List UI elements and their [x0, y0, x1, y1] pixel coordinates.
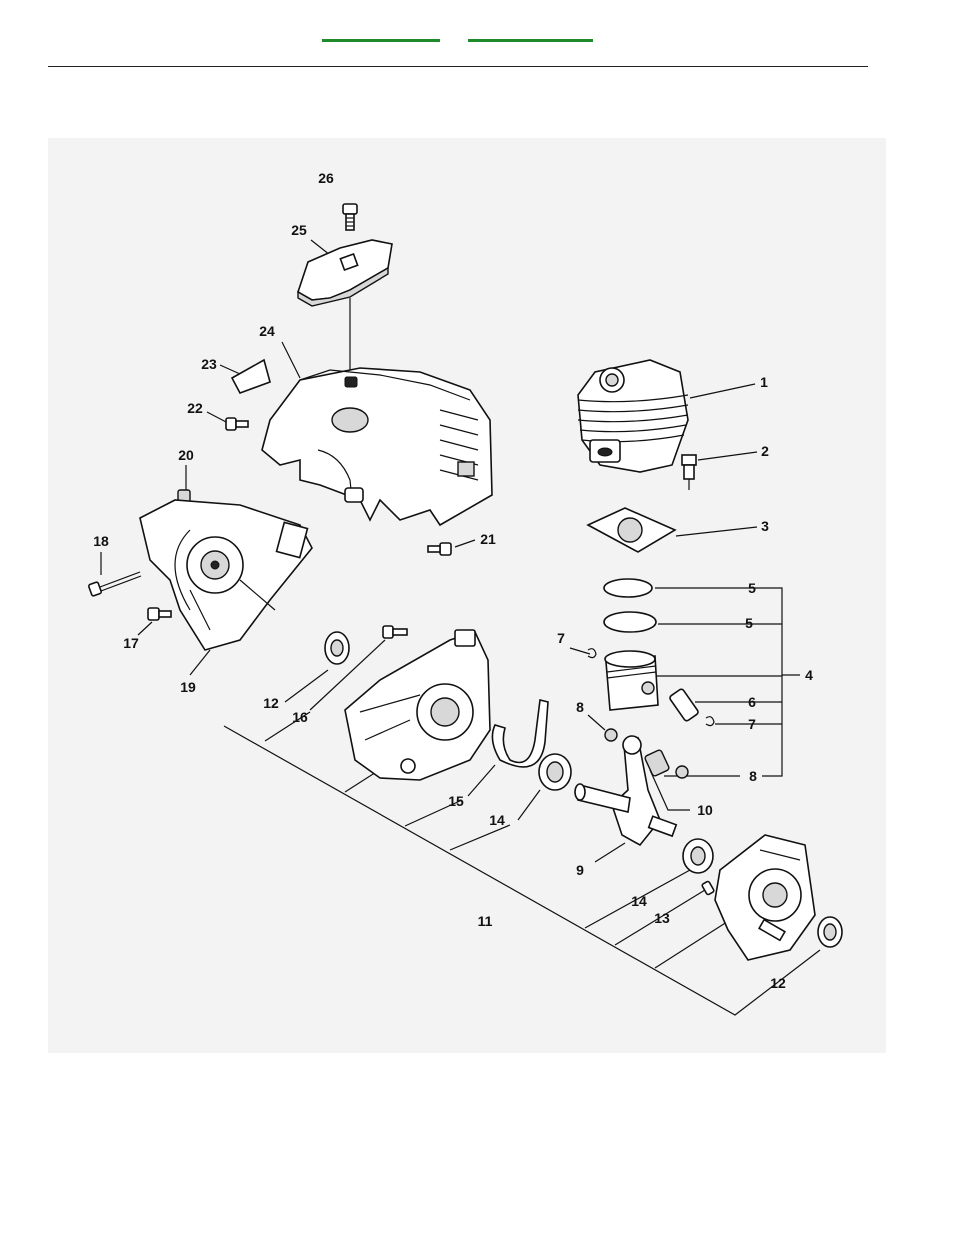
- callout-25: 25: [291, 222, 307, 238]
- nav-link-2[interactable]: [468, 39, 593, 42]
- part-22-bolt: [226, 418, 248, 430]
- callout-23: 23: [201, 356, 217, 372]
- callout-15: 15: [448, 793, 464, 809]
- part-24-cylinder-cover: [262, 368, 492, 525]
- part-5-ring-upper: [604, 579, 652, 597]
- callout-1: 1: [760, 374, 768, 390]
- nav-link-1[interactable]: [322, 39, 440, 42]
- part-23-label-plate: [232, 360, 270, 393]
- callout-4: 4: [805, 667, 813, 683]
- part-13-dowel-pin: [702, 881, 715, 895]
- part-7-clip-right: [706, 717, 714, 726]
- part-16-bolt: [383, 626, 407, 638]
- callout-20: 20: [178, 447, 194, 463]
- parts-drawing: 26 25 24 23 22 20 18 17 19 21 1 2 3 5 5 …: [48, 138, 886, 1053]
- part-3-gasket: [588, 508, 675, 552]
- part-26-screw: [343, 204, 357, 230]
- callout-18: 17: [123, 635, 139, 651]
- part-5-ring-lower: [604, 612, 656, 632]
- callout-13: 13: [654, 910, 670, 926]
- callout-16: 16: [292, 709, 308, 725]
- callout-21: 21: [480, 531, 496, 547]
- callout-12-right: 12: [770, 975, 786, 991]
- part-8-washer-left: [605, 729, 617, 741]
- part-18-bolt: [148, 608, 171, 620]
- exploded-parts-diagram: 26 25 24 23 22 20 18 17 19 21 1 2 3 5 5 …: [48, 138, 886, 1053]
- callout-19: 18: [93, 533, 109, 549]
- part-15-crankcase-gasket: [492, 700, 548, 767]
- part-11-crankcase-right-half: [715, 835, 815, 960]
- part-19-bolt: [88, 572, 141, 596]
- callout-14-left: 14: [489, 812, 505, 828]
- callout-10: 10: [697, 802, 713, 818]
- callout-22: 22: [187, 400, 203, 416]
- callout-9: 9: [576, 862, 584, 878]
- part-4-piston: [605, 651, 658, 710]
- callout-12-left: 12: [263, 695, 279, 711]
- part-25-top-cover: [298, 240, 392, 306]
- callout-6: 6: [748, 694, 756, 710]
- callout-5-upper: 5: [748, 580, 756, 596]
- part-10-needle-bearing: [644, 749, 670, 777]
- header-divider: [48, 66, 868, 67]
- callout-3: 3: [761, 518, 769, 534]
- callout-11: 11: [478, 913, 493, 929]
- callout-17: 19: [180, 679, 196, 695]
- callout-14-right: 14: [631, 893, 647, 909]
- part-12-oil-seal-right: [818, 917, 842, 947]
- part-8-washer-right: [676, 766, 688, 778]
- callout-26: 26: [318, 170, 334, 186]
- callout-2: 2: [761, 443, 769, 459]
- callout-7-right: 7: [748, 716, 756, 732]
- part-6-piston-pin: [669, 688, 699, 722]
- part-1-cylinder: [578, 360, 688, 472]
- callout-24: 24: [259, 323, 275, 339]
- part-21-bolt: [428, 543, 451, 555]
- part-12-oil-seal-left: [325, 632, 349, 664]
- part-2-spark-plug: [682, 455, 696, 490]
- callout-7-left: 7: [557, 630, 565, 646]
- part-11-crankcase-left-half: [345, 630, 490, 780]
- callout-5-lower: 5: [745, 615, 753, 631]
- part-7-clip-left: [588, 649, 596, 658]
- part-14-bearing-right: [683, 839, 713, 873]
- callout-8-right: 8: [749, 768, 757, 784]
- callout-8-left: 8: [576, 699, 584, 715]
- part-14-bearing-left: [539, 754, 571, 790]
- part-17-fan-housing: [140, 500, 312, 650]
